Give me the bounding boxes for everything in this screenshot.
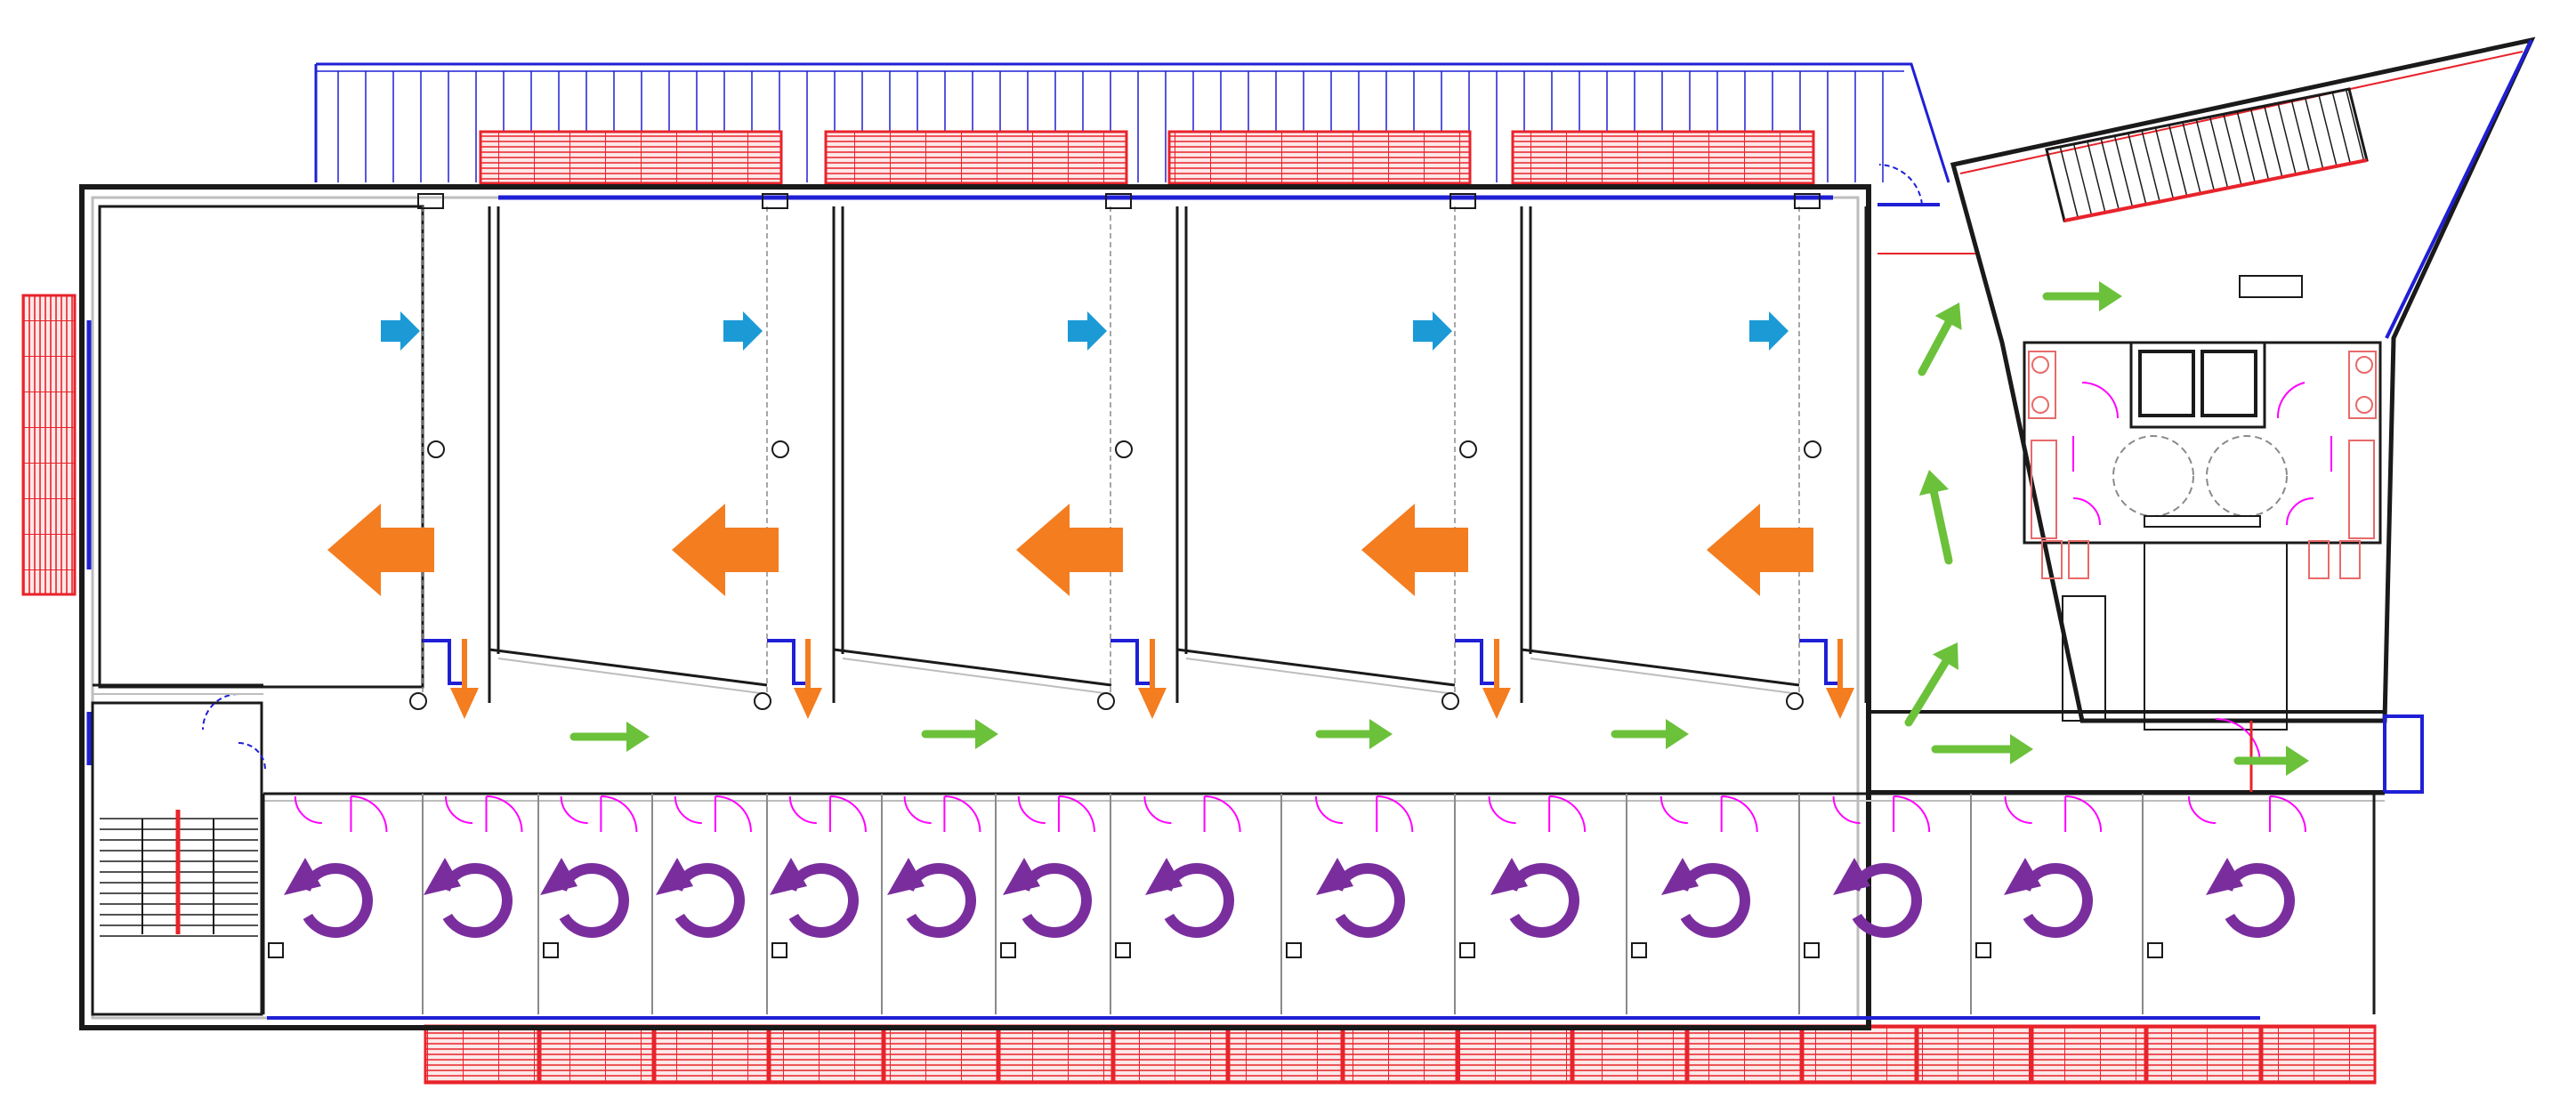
shading-panel — [1571, 1024, 1688, 1085]
shading-panel — [1686, 1024, 1803, 1085]
circular-arrow-icon — [770, 858, 807, 895]
right-arrow-icon — [975, 719, 998, 749]
recirculation-arrows — [284, 858, 2295, 938]
north-shading-panels — [479, 130, 1815, 185]
left-arrow-icon — [1707, 504, 1813, 596]
shading-panel — [1801, 1024, 1918, 1085]
down-arrow-icon — [1482, 688, 1511, 719]
toilet-fixtures — [2028, 351, 2377, 579]
circular-arrow-icon — [2020, 863, 2093, 938]
circular-arrow-icon — [1003, 858, 1040, 895]
shading-panel — [1112, 1024, 1229, 1085]
chevron-right-arrow-icon — [1413, 311, 1452, 351]
circular-arrow-icon — [903, 863, 976, 938]
building-walls — [79, 184, 2260, 1030]
shading-panel — [997, 1024, 1114, 1085]
down-arrow-icon — [450, 688, 479, 719]
shading-panel — [538, 1024, 655, 1085]
down-arrow-icon — [794, 688, 822, 719]
transfer-arrows — [450, 639, 1854, 719]
shading-panel — [1916, 1024, 2032, 1085]
right-arrow-icon — [2099, 281, 2122, 311]
circular-arrow-icon — [672, 863, 745, 938]
circular-arrow-icon — [1316, 858, 1353, 895]
chevron-right-arrow-icon — [381, 311, 420, 351]
shading-panel — [653, 1024, 770, 1085]
chevron-right-arrow-icon — [1068, 311, 1107, 351]
shading-panel — [1227, 1024, 1344, 1085]
circular-arrow-icon — [300, 863, 373, 938]
east-wing — [1867, 36, 2536, 794]
left-arrow-icon — [1016, 504, 1123, 596]
left-arrow-icon — [1361, 504, 1468, 596]
circular-arrow-icon — [1661, 858, 1699, 895]
right-arrow-icon — [1929, 488, 1953, 565]
east-stair — [2045, 87, 2369, 222]
circular-arrow-icon — [1332, 863, 1405, 938]
chevron-right-arrow-icon — [1749, 311, 1789, 351]
circular-arrow-icon — [1490, 858, 1528, 895]
shading-panel — [2260, 1024, 2377, 1085]
south-shading-panels — [424, 1024, 2377, 1085]
circular-arrow-icon — [2206, 858, 2243, 895]
circular-arrow-icon — [1506, 863, 1579, 938]
shading-panel — [424, 1024, 540, 1085]
lower-cells — [262, 792, 2385, 1014]
right-arrow-icon — [2286, 746, 2309, 776]
circular-arrow-icon — [424, 858, 461, 895]
toilet-core — [2023, 275, 2382, 792]
circular-arrow-icon — [1833, 858, 1870, 895]
chevron-right-arrow-icon — [723, 311, 763, 351]
intake-arrows — [381, 311, 1789, 351]
shading-panel — [2031, 1024, 2147, 1085]
right-arrow-icon — [1904, 658, 1950, 727]
circular-arrow-icon — [284, 858, 321, 895]
circular-arrow-icon — [786, 863, 859, 938]
shading-panel — [768, 1024, 884, 1085]
elevator-box — [2201, 350, 2257, 417]
airflow-arrows — [569, 281, 2309, 776]
shading-panel — [824, 130, 1128, 185]
elevator-box — [2138, 350, 2195, 417]
right-arrow-icon — [1369, 719, 1393, 749]
down-arrow-icon — [1138, 688, 1167, 719]
circular-arrow-icon — [1677, 863, 1750, 938]
circular-arrow-icon — [1161, 863, 1234, 938]
exhaust-arrows — [327, 504, 1813, 596]
down-arrow-icon — [1826, 688, 1854, 719]
shading-panel — [1511, 130, 1815, 185]
circular-arrow-icon — [656, 858, 693, 895]
shading-panel — [1457, 1024, 1573, 1085]
circular-arrow-icon — [1849, 863, 1922, 938]
circular-arrow-icon — [2004, 858, 2041, 895]
left-arrow-icon — [672, 504, 779, 596]
west-shading-panel — [21, 294, 77, 596]
shading-panel — [2145, 1024, 2262, 1085]
circular-arrow-icon — [440, 863, 513, 938]
circular-arrow-icon — [2222, 863, 2295, 938]
circular-arrow-icon — [1145, 858, 1183, 895]
right-arrow-icon — [1934, 303, 1962, 330]
shading-panel — [1167, 130, 1472, 185]
right-arrow-icon — [1932, 642, 1958, 671]
circular-arrow-icon — [540, 858, 577, 895]
circular-arrow-icon — [1019, 863, 1092, 938]
shading-panel — [1342, 1024, 1458, 1085]
circular-arrow-icon — [556, 863, 629, 938]
upper-offices — [98, 193, 1870, 710]
right-arrow-icon — [1666, 719, 1689, 749]
right-arrow-icon — [2010, 734, 2033, 764]
shading-panel — [479, 130, 783, 185]
left-arrow-icon — [327, 504, 434, 596]
right-arrow-icon — [1918, 470, 1950, 496]
west-stair — [91, 683, 266, 1016]
right-arrow-icon — [626, 722, 650, 752]
circular-arrow-icon — [887, 858, 925, 895]
shading-panel — [883, 1024, 999, 1085]
right-arrow-icon — [1918, 319, 1953, 376]
